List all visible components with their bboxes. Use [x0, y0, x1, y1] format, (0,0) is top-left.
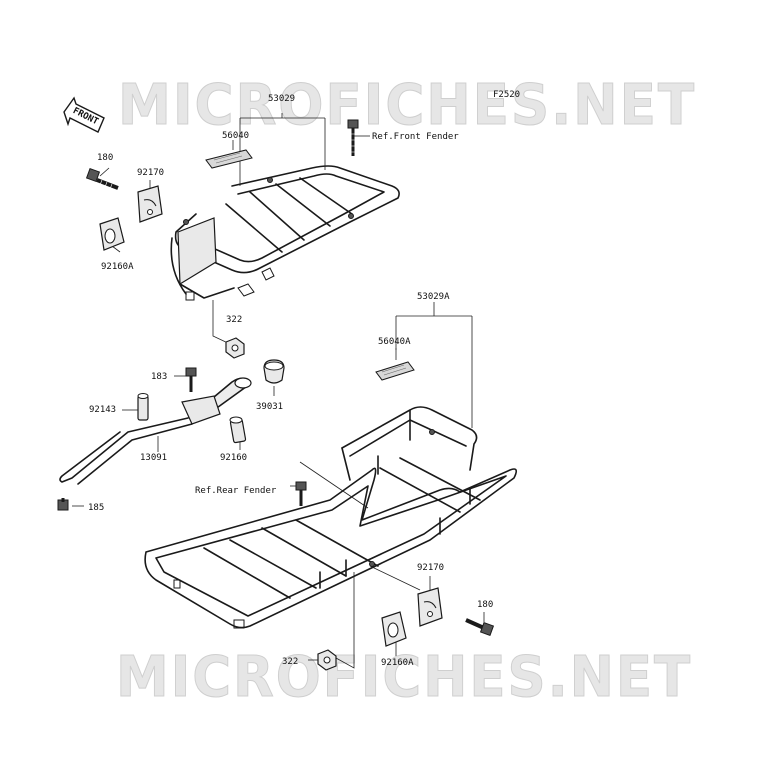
nut-322-bottom-icon: [317, 649, 337, 671]
watermark-bottom: MICROFICHES.NET: [116, 645, 692, 710]
label-56040A: 56040A: [378, 337, 411, 347]
label-ref-front-fender: Ref.Front Fender: [372, 132, 459, 142]
bolt-180-top-icon: [85, 167, 119, 190]
bolt-183-icon: [174, 367, 197, 392]
rear-carrier: [144, 406, 518, 629]
label-plate-56040A: [375, 361, 415, 381]
cap-39031-icon: [263, 359, 285, 396]
bolt-180-bottom-icon: [465, 618, 495, 637]
label-39031: 39031: [256, 402, 283, 412]
bushing-92160A-bottom-icon: [381, 611, 407, 647]
clamp-92170-bottom-icon: [417, 587, 443, 627]
front-fender-bolt-icon: [347, 119, 359, 156]
label-185: 185: [88, 503, 104, 513]
label-183: 183: [151, 372, 167, 382]
bushing-92160A-top-icon: [99, 217, 125, 251]
stay-13091-icon: [59, 377, 252, 485]
rear-fender-bolt-icon: [295, 481, 307, 506]
label-plate-56040: [205, 149, 253, 169]
label-322-top: 322: [226, 315, 242, 325]
label-13091: 13091: [140, 453, 167, 463]
label-92170-bottom: 92170: [417, 563, 444, 573]
front-arrow-icon: FRONT: [63, 96, 105, 133]
label-92170-top: 92170: [137, 168, 164, 178]
front-carrier: [170, 165, 400, 301]
label-56040: 56040: [222, 131, 249, 141]
nut-322-top-icon: [225, 337, 245, 359]
label-322-bottom: 322: [282, 657, 298, 667]
clamp-92170-top-icon: [137, 185, 163, 223]
label-92160: 92160: [220, 453, 247, 463]
front-leaders: [99, 113, 370, 345]
label-53029A: 53029A: [417, 292, 450, 302]
bolt-185-icon: [57, 498, 84, 511]
label-53029: 53029: [268, 94, 295, 104]
sleeve-92160-icon: [229, 416, 247, 450]
figure-code: F2520: [493, 90, 520, 100]
label-180-bottom: 180: [477, 600, 493, 610]
label-92160A-top: 92160A: [101, 262, 134, 272]
label-180-top: 180: [97, 153, 113, 163]
label-92143: 92143: [89, 405, 116, 415]
watermark-top: MICROFICHES.NET: [118, 73, 696, 138]
part-labels: 53029 56040 Ref.Front Fender 180 92170 9…: [88, 94, 493, 668]
pin-92143-icon: [122, 393, 149, 421]
label-92160A-bottom: 92160A: [381, 658, 414, 668]
label-ref-rear-fender: Ref.Rear Fender: [195, 486, 277, 496]
rear-leaders: [290, 302, 485, 669]
